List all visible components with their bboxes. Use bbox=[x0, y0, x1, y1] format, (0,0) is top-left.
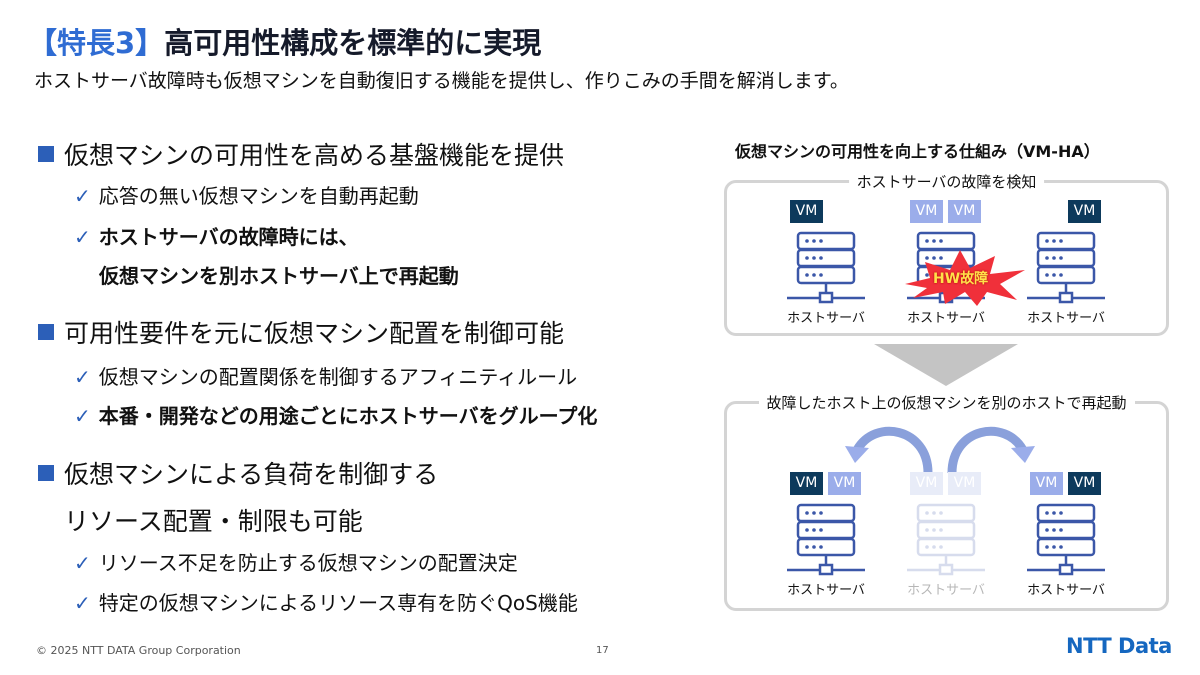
copyright: © 2025 NTT DATA Group Corporation bbox=[36, 644, 241, 657]
panel-label: ホストサーバの故障を検知 bbox=[848, 171, 1045, 192]
vm-box: VM bbox=[790, 200, 823, 223]
vm-box: VM bbox=[828, 472, 861, 495]
server-label: ホストサーバ bbox=[907, 583, 985, 598]
server-label: ホストサーバ bbox=[1027, 311, 1105, 326]
sub-bullet: ✓ 本番・開発などの用途ごとにホストサーバをグループ化 bbox=[74, 400, 597, 429]
sub-text: リソース不足を防止する仮想マシンの配置決定 bbox=[98, 551, 518, 575]
server-label: ホストサーバ bbox=[907, 311, 985, 326]
page-title: 【特長3】高可用性構成を標準的に実現 bbox=[28, 20, 541, 62]
square-bullet-icon bbox=[38, 324, 54, 340]
sub-bullet: ✓ 仮想マシンの配置関係を制御するアフィニティルール bbox=[74, 361, 577, 390]
check-icon: ✓ bbox=[74, 591, 91, 615]
restart-panel: 故障したホスト上の仮想マシンを別のホストで再起動 bbox=[724, 392, 1169, 611]
diagram-title: 仮想マシンの可用性を向上する仕組み（VM-HA） bbox=[735, 142, 1100, 161]
vm-box: VM bbox=[1030, 472, 1063, 495]
server-label: ホストサーバ bbox=[787, 583, 865, 598]
sub-bullet: ✓ リソース不足を防止する仮想マシンの配置決定 bbox=[74, 547, 518, 576]
square-bullet-icon bbox=[38, 465, 54, 481]
sub-text: 応答の無い仮想マシンを自動再起動 bbox=[98, 184, 419, 208]
sub-text: ホストサーバの故障時には、 bbox=[98, 225, 359, 249]
check-icon: ✓ bbox=[74, 551, 91, 575]
sub-text: 本番・開発などの用途ごとにホストサーバをグループ化 bbox=[98, 404, 598, 428]
sub-text: 仮想マシンの配置関係を制御するアフィニティルール bbox=[98, 365, 578, 389]
bullet-1: 仮想マシンの可用性を高める基盤機能を提供 bbox=[38, 136, 564, 172]
vm-box: VM bbox=[790, 472, 823, 495]
server-icon bbox=[787, 231, 865, 315]
square-bullet-icon bbox=[38, 146, 54, 162]
vm-box: VM bbox=[1068, 472, 1101, 495]
ntt-data-logo: NTT Data bbox=[1066, 634, 1172, 658]
vm-box: VM bbox=[948, 200, 981, 223]
down-arrow-icon bbox=[874, 344, 1018, 386]
check-icon: ✓ bbox=[74, 184, 91, 208]
vm-box: VM bbox=[910, 472, 943, 495]
sub-bullet-cont: 仮想マシンを別ホストサーバ上で再起動 bbox=[99, 264, 459, 288]
vm-box: VM bbox=[1068, 200, 1101, 223]
bullet-3-cont: リソース配置・制限も可能 bbox=[64, 507, 363, 536]
bullet-text: 仮想マシンによる負荷を制御する bbox=[64, 460, 439, 489]
server-icon bbox=[787, 503, 865, 587]
hw-failure-label: HW故障 bbox=[933, 271, 989, 287]
bullet-text: 可用性要件を元に仮想マシン配置を制御可能 bbox=[64, 319, 565, 348]
check-icon: ✓ bbox=[74, 225, 91, 249]
sub-bullet: ✓ 特定の仮想マシンによるリソース専有を防ぐQoS機能 bbox=[74, 587, 578, 616]
sub-bullet: ✓ 応答の無い仮想マシンを自動再起動 bbox=[74, 180, 419, 209]
vm-box: VM bbox=[948, 472, 981, 495]
title-text: 高可用性構成を標準的に実現 bbox=[164, 26, 542, 60]
bullet-3: 仮想マシンによる負荷を制御する bbox=[38, 455, 438, 491]
vm-box: VM bbox=[910, 200, 943, 223]
server-label: ホストサーバ bbox=[1027, 583, 1105, 598]
page-subtitle: ホストサーバ故障時も仮想マシンを自動復旧する機能を提供し、作りこみの手間を解消し… bbox=[34, 70, 849, 92]
check-icon: ✓ bbox=[74, 365, 91, 389]
migrate-arrows-icon bbox=[845, 426, 1035, 474]
server-icon bbox=[1027, 503, 1105, 587]
sub-text: 特定の仮想マシンによるリソース専有を防ぐQoS機能 bbox=[98, 591, 578, 615]
page-number: 17 bbox=[596, 645, 609, 656]
hw-failure-burst-icon bbox=[905, 248, 1030, 312]
server-label: ホストサーバ bbox=[787, 311, 865, 326]
server-icon bbox=[907, 503, 985, 587]
bullet-text: 仮想マシンの可用性を高める基盤機能を提供 bbox=[64, 141, 565, 170]
server-icon bbox=[1027, 231, 1105, 315]
check-icon: ✓ bbox=[74, 404, 91, 428]
bullet-2: 可用性要件を元に仮想マシン配置を制御可能 bbox=[38, 314, 564, 350]
sub-bullet: ✓ ホストサーバの故障時には、 bbox=[74, 221, 359, 250]
title-accent: 【特長3】 bbox=[28, 26, 165, 60]
panel-label: 故障したホスト上の仮想マシンを別のホストで再起動 bbox=[758, 392, 1135, 413]
